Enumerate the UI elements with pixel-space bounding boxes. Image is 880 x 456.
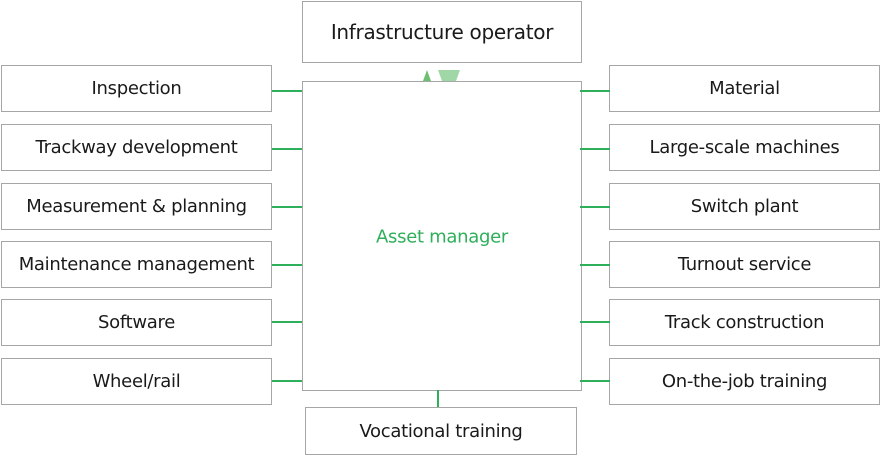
connector-right [580,206,610,208]
asset-manager-box: Asset manager [302,81,582,391]
right-box-label: Track construction [664,312,825,333]
connector-right [580,90,610,92]
connector-left [272,148,302,150]
left-box-label: Inspection [91,78,182,99]
left-box-software: Software [1,299,272,346]
left-box-label: Wheel/rail [92,371,181,392]
right-box-track-construction: Track construction [609,299,880,346]
left-box-label: Trackway development [35,137,238,158]
left-box-wheel-rail: Wheel/rail [1,358,272,405]
connector-left [272,90,302,92]
connector-left [272,264,302,266]
right-box-label: Turnout service [677,254,812,275]
left-box-maintenance-management: Maintenance management [1,241,272,288]
connector-left [272,206,302,208]
infrastructure-operator-box: Infrastructure operator [302,1,582,63]
connector-right [580,148,610,150]
right-box-turnout-service: Turnout service [609,241,880,288]
right-box-material: Material [609,65,880,112]
right-box-on-the-job-training: On-the-job training [609,358,880,405]
connector-right [580,321,610,323]
left-box-measurement-planning: Measurement & planning [1,183,272,230]
right-box-large-scale-machines: Large-scale machines [609,124,880,171]
vocational-training-label: Vocational training [359,420,523,442]
left-box-inspection: Inspection [1,65,272,112]
infrastructure-operator-label: Infrastructure operator [330,20,554,44]
left-box-label: Measurement & planning [26,196,247,217]
right-box-label: Large-scale machines [649,137,840,158]
connector-left [272,380,302,382]
right-box-switch-plant: Switch plant [609,183,880,230]
connector-left [272,321,302,323]
connector-bottom [437,390,439,407]
right-box-label: On-the-job training [661,371,828,392]
left-box-trackway-development: Trackway development [1,124,272,171]
asset-manager-label: Asset manager [376,226,508,248]
left-box-label: Maintenance management [18,254,255,275]
right-box-label: Switch plant [690,196,799,217]
left-box-label: Software [98,312,175,333]
vocational-training-box: Vocational training [305,407,577,455]
connector-right [580,264,610,266]
connector-right [580,380,610,382]
right-box-label: Material [709,78,780,99]
